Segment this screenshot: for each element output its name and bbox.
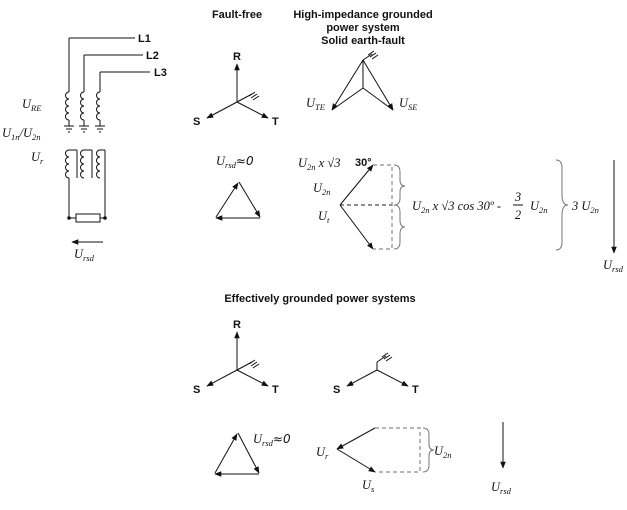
- secondary-coil-2: [80, 149, 85, 179]
- brace-bottom: [422, 427, 435, 473]
- label-ur-bottom: Ur: [316, 445, 329, 461]
- brace-lower: [393, 204, 406, 250]
- effective-triangle: Ursd≈0: [214, 432, 291, 477]
- bottom-projection-dashes: [375, 427, 421, 473]
- phase-r-bottom: R: [233, 319, 241, 331]
- label-ursd-bottom-arrow: Ursd: [491, 480, 512, 496]
- fault-free-star: R S T: [193, 51, 279, 128]
- effective-star-right: S T: [333, 352, 419, 396]
- heading-effectively-grounded: Effectively grounded power systems: [224, 293, 415, 305]
- label-ursd-circuit: Ursd: [74, 247, 95, 263]
- label-l2: L2: [146, 50, 159, 62]
- label-ure: URE: [22, 97, 42, 113]
- label-u2n-bottom: U2n: [434, 444, 452, 460]
- earth-fault-vectors: UTE USE: [306, 50, 418, 112]
- phase-t-bottom-right: T: [412, 384, 419, 396]
- label-angle: 30°: [355, 157, 372, 169]
- formula-u2n-term: U2n: [530, 199, 548, 215]
- heading-high-impedance: High-impedance grounded: [293, 9, 432, 21]
- label-ursd-approx-zero-bottom: Ursd≈0: [253, 432, 291, 448]
- secondary-coil-3: [96, 149, 101, 179]
- label-ut: Ut: [318, 209, 330, 225]
- secondary-coil-1: [65, 149, 70, 179]
- fraction-denominator: 2: [515, 208, 521, 222]
- label-ursd-approx-zero-top: Ursd≈0: [216, 154, 254, 170]
- fault-free-triangle: Ursd≈0: [215, 154, 261, 221]
- label-u2n-top: U2n: [313, 181, 331, 197]
- label-use: USE: [399, 96, 418, 112]
- vector-sum-bottom: Ur Us U2n Ursd: [316, 422, 512, 496]
- damping-resistor: [75, 213, 101, 223]
- phase-s-top: S: [193, 116, 200, 128]
- label-ursd-top-arrow: Ursd: [603, 258, 624, 274]
- phase-s-bottom-left: S: [193, 384, 200, 396]
- primary-coil-2: [80, 91, 85, 121]
- label-us: Us: [362, 478, 375, 494]
- phase-r-top: R: [233, 51, 241, 63]
- label-voltage-ratio: U1n/U2n: [2, 126, 41, 142]
- formula-zero-sequence: U2n x √3 cos 30º -: [412, 199, 501, 215]
- ground-symbols: [64, 120, 105, 133]
- phase-t-top: T: [272, 116, 279, 128]
- phase-s-bottom-right: S: [333, 384, 340, 396]
- effective-star-left: R S T: [193, 319, 279, 396]
- label-3u2n: 3 U2n: [571, 199, 599, 215]
- heading-solid-earth-fault: Solid earth-fault: [321, 35, 405, 47]
- label-ur: Ur: [31, 150, 44, 166]
- primary-coil-3: [96, 91, 101, 121]
- phase-t-bottom-left: T: [272, 384, 279, 396]
- heading-fault-free: Fault-free: [212, 9, 262, 21]
- vector-sum-top: U2n x √3 30° U2n Ut U2n x √3 cos 30º - 3…: [298, 156, 624, 274]
- label-l1: L1: [138, 33, 151, 45]
- brace-upper: [393, 164, 406, 206]
- fraction-numerator: 3: [514, 190, 521, 204]
- label-u2n-sqrt3: U2n x √3: [298, 156, 340, 172]
- label-ute: UTE: [306, 96, 326, 112]
- vt-circuit: L1 L2 L3: [2, 33, 167, 263]
- vector-projection-dashes: [373, 164, 393, 250]
- label-l3: L3: [154, 67, 167, 79]
- brace-total: [555, 159, 569, 251]
- heading-power-system: power system: [326, 22, 400, 34]
- primary-coil-1: [65, 91, 70, 121]
